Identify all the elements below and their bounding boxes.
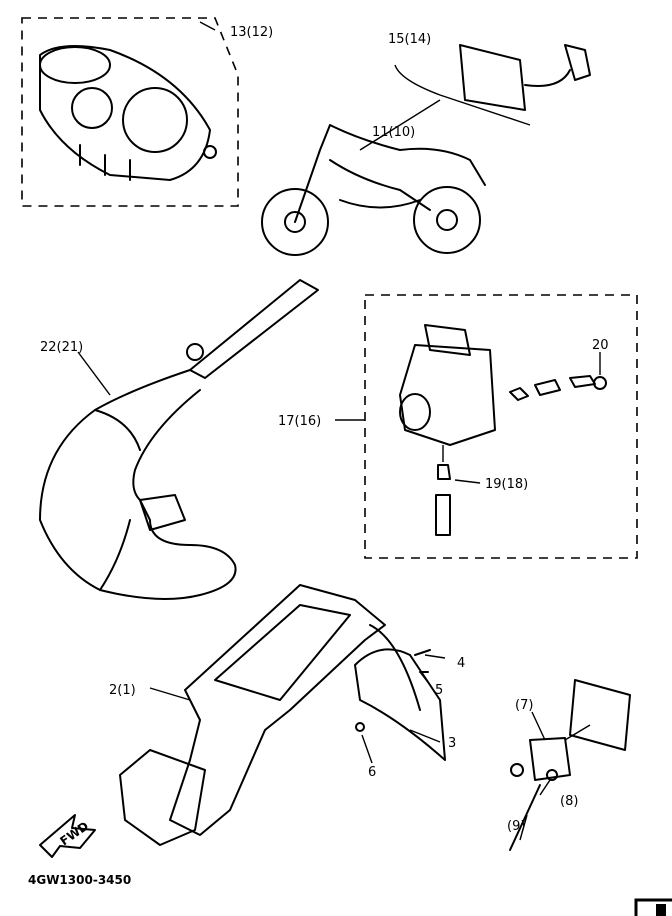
callout-6: 6 <box>368 765 376 780</box>
callout-8: (8) <box>560 794 578 809</box>
carburetor-group <box>364 294 638 559</box>
rear-fender <box>119 584 446 846</box>
forward-arrow-icon: FWD <box>39 814 96 858</box>
license-bracket <box>509 679 631 851</box>
callout-15: 15(14) <box>388 32 431 47</box>
callout-20: 20 <box>592 338 609 353</box>
callout-2: 2(1) <box>109 683 136 698</box>
callout-17: 17(16) <box>278 414 321 429</box>
callout-4: 4 <box>457 656 465 671</box>
callout-5: 5 <box>435 683 443 698</box>
callout-11: 11(10) <box>372 125 415 140</box>
callout-22: 22(21) <box>40 340 83 355</box>
callout-7: (7) <box>515 698 533 713</box>
callout-13: 13(12) <box>230 25 273 40</box>
motorcycle-illustration <box>261 99 486 256</box>
callout-9: (9) <box>507 819 525 834</box>
exhaust-pipe <box>39 279 319 600</box>
leader-lines <box>77 351 601 841</box>
corner-mark <box>634 898 672 916</box>
cdi-unit <box>394 44 591 126</box>
corner-mark-glyph <box>656 904 666 916</box>
forward-label: FWD <box>57 819 91 848</box>
speedometer-group <box>21 17 239 207</box>
callout-19: 19(18) <box>485 477 528 492</box>
diagram-code: 4GW1300-3450 <box>28 873 131 887</box>
callout-3: 3 <box>448 736 456 751</box>
